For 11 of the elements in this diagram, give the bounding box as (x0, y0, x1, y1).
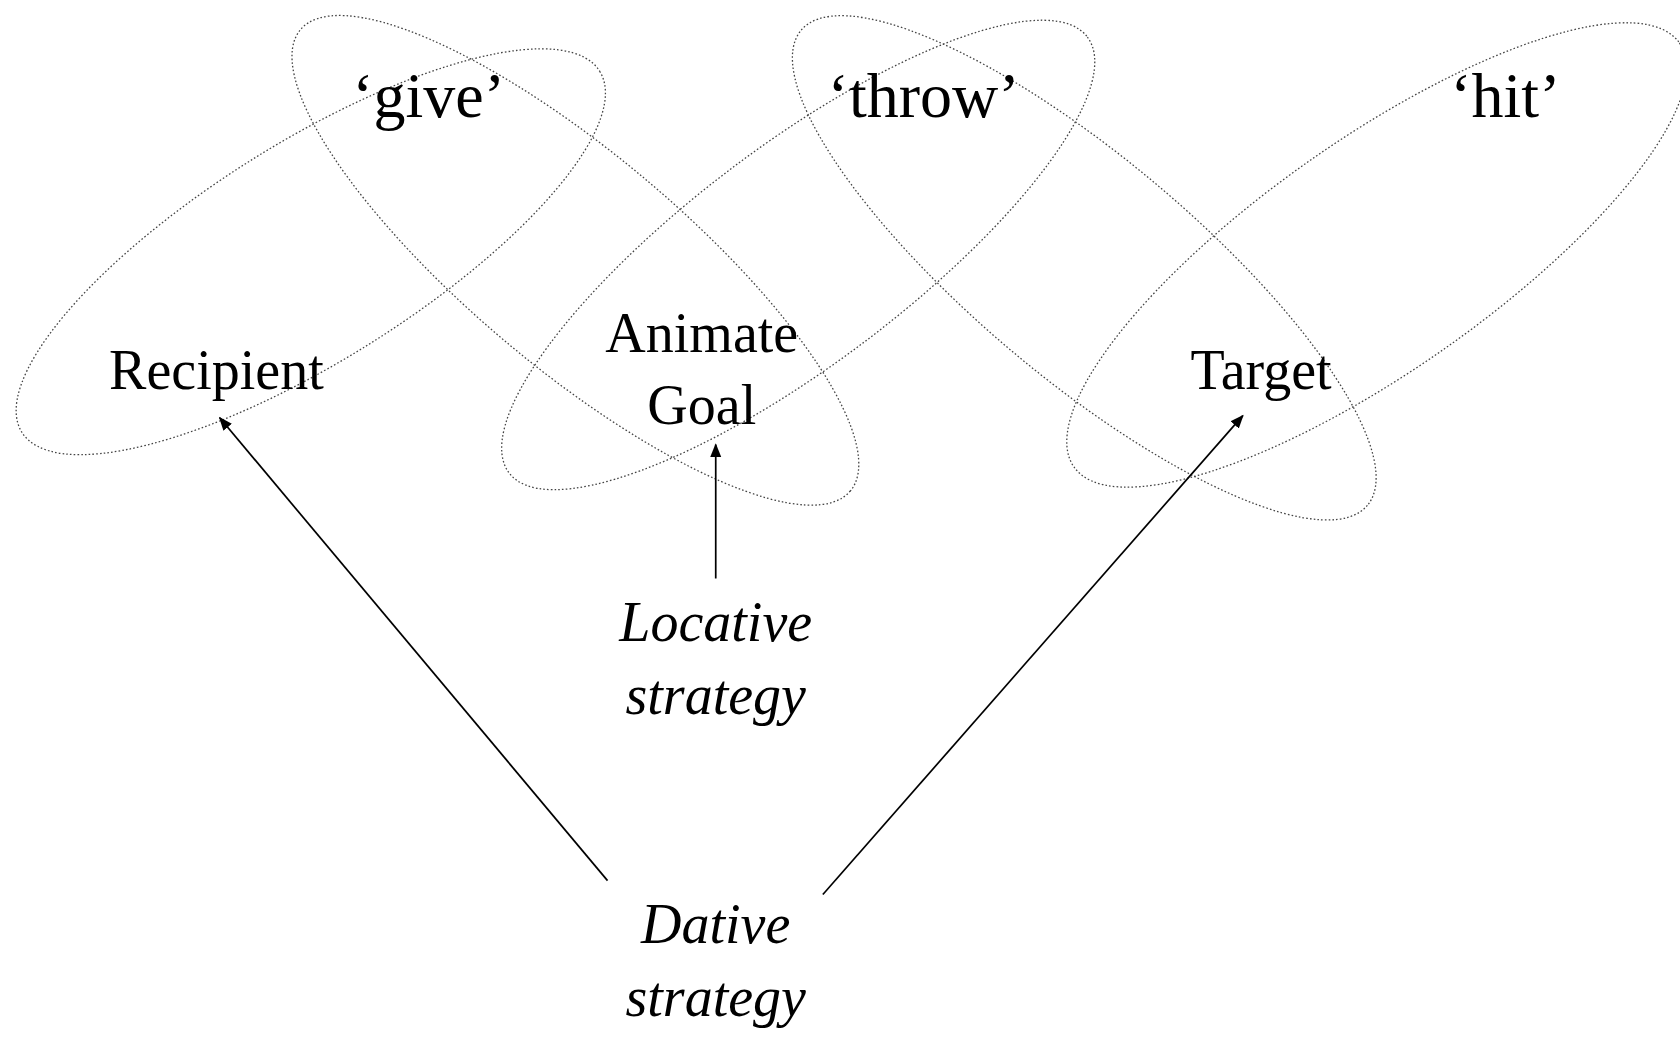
strategy-label: Locative strategy (592, 586, 839, 732)
verb-label: ‘throw’ (827, 59, 1020, 134)
strategy-label: Dative strategy (592, 888, 839, 1034)
arrow (218, 416, 609, 882)
role-label: Recipient (55, 333, 378, 407)
arrow (710, 443, 722, 580)
role-label: Animate Goal (562, 296, 842, 443)
arrow (822, 414, 1244, 896)
role-label: Target (1143, 333, 1379, 407)
verb-label: ‘hit’ (1450, 59, 1561, 134)
verb-label: ‘give’ (352, 59, 505, 134)
